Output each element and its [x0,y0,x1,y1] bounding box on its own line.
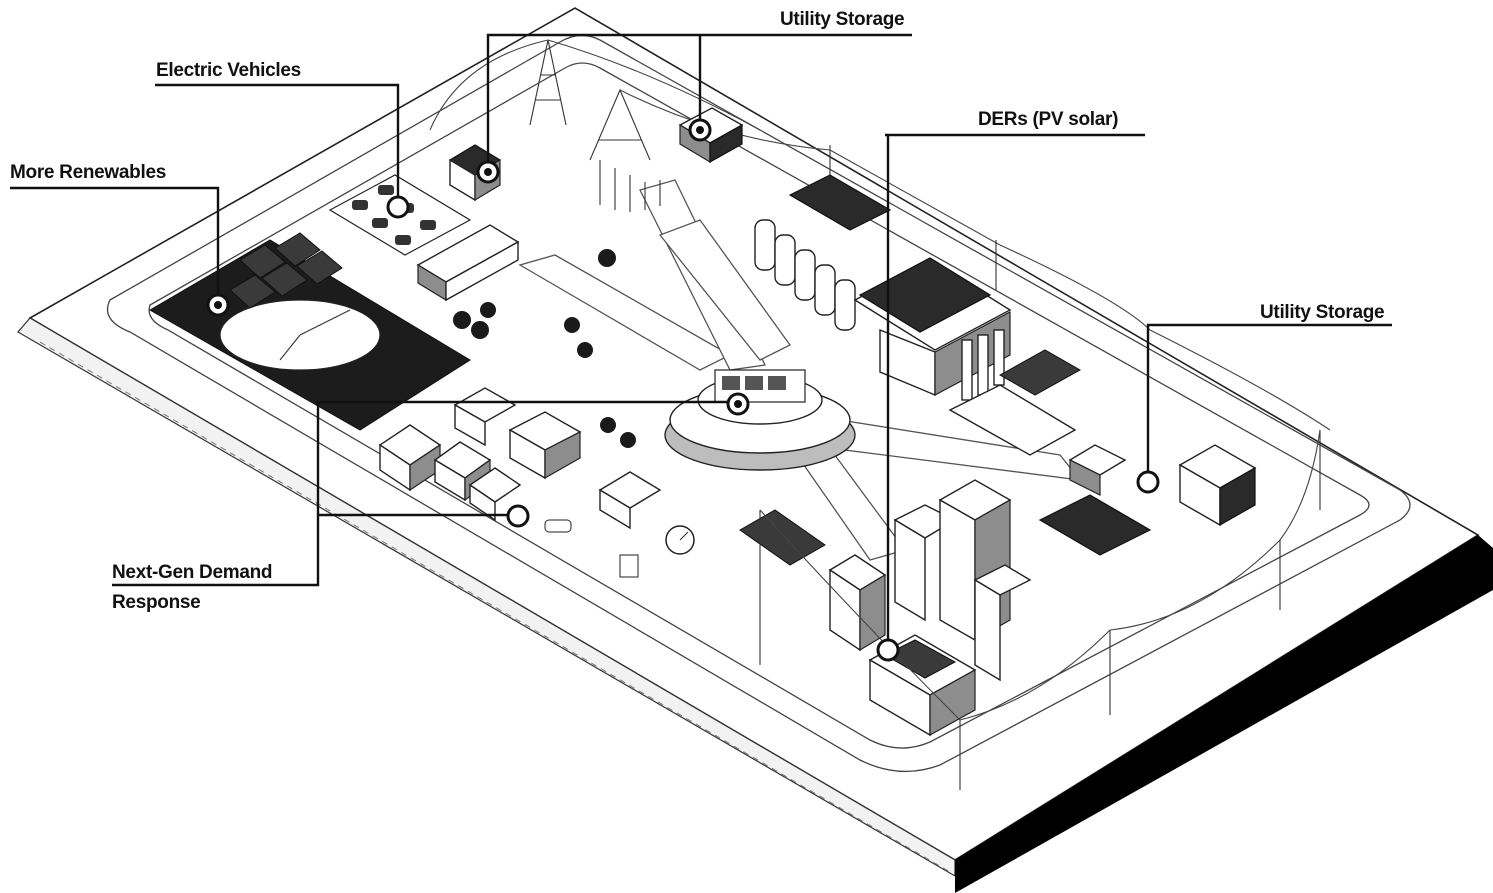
label-next-gen-demand: Next-Gen Demand [112,562,272,583]
battery-storage-icon [690,120,710,140]
label-electric-vehicles: Electric Vehicles [156,60,301,81]
solar-farm-icon [208,295,228,315]
label-more-renewables: More Renewables [10,162,166,183]
battery-storage-icon [1138,472,1158,492]
label-response: Response [112,592,200,613]
label-utility-storage-right: Utility Storage [1260,302,1384,323]
ev-charging-icon [388,197,408,217]
rooftop-solar-icon [878,640,898,660]
battery-storage-icon [478,162,498,182]
smart-home-icon [508,506,528,526]
label-ders-pv-solar: DERs (PV solar) [978,109,1118,130]
label-utility-storage-top: Utility Storage [780,9,904,30]
control-center-icon [728,394,748,414]
